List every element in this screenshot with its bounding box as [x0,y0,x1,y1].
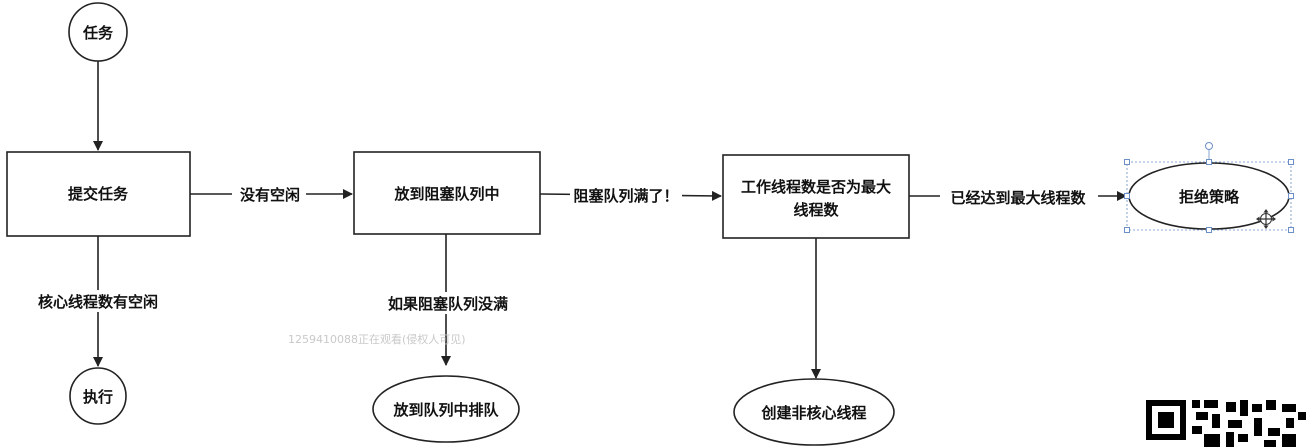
watermark-text: 1259410088正在观看(侵权人可见) [288,332,466,346]
edge-label-queue-full: 阻塞队列满了！ [573,187,678,205]
node-create-non-core-label: 创建非核心线程 [760,404,866,422]
resize-handle-tr[interactable] [1288,159,1294,165]
resize-handle-bm[interactable] [1206,227,1212,233]
node-workers-label-line2: 线程数 [793,201,839,219]
node-queue-wait-label: 放到队列中排队 [392,401,499,419]
qr-code-icon [1146,400,1306,447]
node-submit[interactable]: 提交任务 [6,151,191,237]
resize-handle-tl[interactable] [1124,159,1130,165]
move-cursor-icon [1256,209,1276,229]
edge-label-max-reached: 已经达到最大线程数 [950,189,1086,207]
node-queue-wait[interactable]: 放到队列中排队 [372,375,520,443]
edge-label-queue-not-full: 如果阻塞队列没满 [388,295,508,313]
selection-box[interactable] [1124,142,1294,233]
node-task[interactable]: 任务 [68,2,128,62]
node-execute-label: 执行 [83,388,113,406]
node-reject-label: 拒绝策略 [1179,188,1240,206]
node-queue[interactable]: 放到阻塞队列中 [353,151,541,235]
node-create-non-core[interactable]: 创建非核心线程 [733,378,895,446]
resize-handle-mr[interactable] [1288,193,1294,199]
edge-label-no-idle: 没有空闲 [240,186,300,204]
node-execute[interactable]: 执行 [69,367,127,425]
resize-handle-bl[interactable] [1124,227,1130,233]
node-submit-label: 提交任务 [68,185,129,203]
rotate-handle[interactable] [1205,142,1213,150]
node-task-label: 任务 [82,24,114,42]
resize-handle-ml[interactable] [1124,193,1130,199]
node-queue-label: 放到阻塞队列中 [393,185,499,203]
resize-handle-tm[interactable] [1206,159,1212,165]
node-workers[interactable]: 工作线程数是否为最大 线程数 [722,154,910,239]
resize-handle-br[interactable] [1288,227,1294,233]
node-workers-label-line1: 工作线程数是否为最大 [741,178,891,196]
edge-label-core-idle: 核心线程数有空闲 [38,293,158,311]
